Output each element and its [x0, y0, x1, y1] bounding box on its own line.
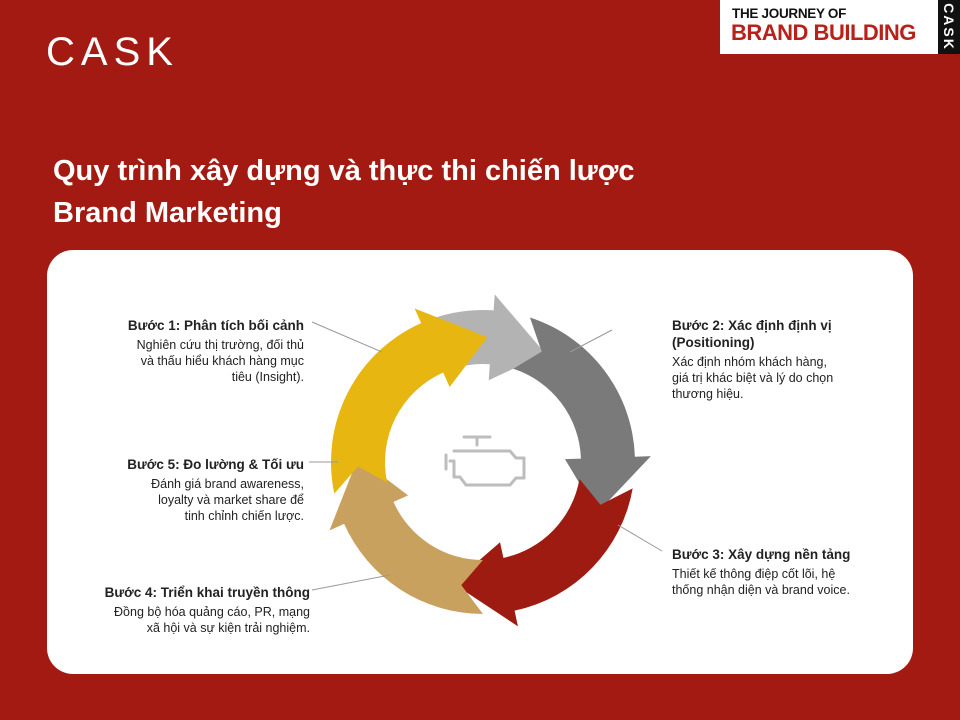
title-line2: Brand Marketing	[53, 197, 282, 229]
connector-3	[617, 524, 663, 552]
step-2-desc: Xác định nhóm khách hàng, giá trị khác b…	[672, 354, 902, 402]
cycle-arrow-step-3	[452, 479, 633, 627]
cask-logo: CASK	[46, 30, 179, 74]
step-1-line-2: và thấu hiểu khách hàng mục	[140, 354, 304, 368]
step-1: Bước 1: Phân tích bối cảnh Nghiên cứu th…	[78, 317, 304, 385]
connector-4	[311, 574, 391, 591]
step-4-desc: Đồng bộ hóa quảng cáo, PR, mạng xã hội v…	[68, 604, 310, 636]
step-4-line-1: Đồng bộ hóa quảng cáo, PR, mạng	[114, 605, 310, 619]
step-2-heading: Bước 2: Xác định định vị (Positioning)	[672, 317, 902, 351]
step-5-line-3: tinh chỉnh chiến lược.	[184, 509, 304, 523]
step-2-line-2: giá trị khác biệt và lý do chọn	[672, 371, 834, 385]
step-1-line-3: tiêu (Insight).	[231, 370, 304, 384]
step-2-line-3: thương hiệu.	[672, 387, 744, 401]
step-5-heading: Bước 5: Đo lường & Tối ưu	[127, 457, 304, 472]
step-5-desc: Đánh giá brand awareness, loyalty và mar…	[78, 476, 304, 524]
step-4-heading: Bước 4: Triển khai truyền thông	[104, 585, 310, 600]
badge-side: CASK	[938, 0, 960, 54]
step-2-line-1: Xác định nhóm khách hàng,	[672, 355, 827, 369]
step-4-line-2: xã hội và sự kiện trải nghiệm.	[146, 621, 310, 635]
page-title: Quy trình xây dựng và thực thi chiến lượ…	[53, 150, 635, 234]
badge-line1: THE JOURNEY OF	[732, 6, 847, 21]
title-line1: Quy trình xây dựng và thực thi chiến lượ…	[53, 155, 635, 187]
step-1-heading: Bước 1: Phân tích bối cảnh	[127, 318, 304, 333]
step-3-line-2: thống nhận diện và brand voice.	[672, 583, 850, 597]
cycle-arrow-step-4	[329, 457, 483, 614]
step-1-line-1: Nghiên cứu thị trường, đối thủ	[136, 338, 304, 352]
engine-icon	[444, 435, 526, 487]
journey-badge: THE JOURNEY OF BRAND BUILDING CASK	[720, 0, 960, 54]
step-5-line-1: Đánh giá brand awareness,	[151, 477, 304, 491]
step-2-heading-line-1: Bước 2: Xác định định vị	[672, 318, 832, 333]
connector-lines	[309, 321, 663, 591]
step-3-line-1: Thiết kế thông điệp cốt lõi, hệ	[672, 567, 836, 581]
step-3: Bước 3: Xây dựng nền tảng Thiết kế thông…	[672, 546, 902, 598]
badge-line2: BRAND BUILDING	[731, 20, 916, 45]
connector-1	[311, 321, 383, 353]
step-3-heading: Bước 3: Xây dựng nền tảng	[672, 547, 851, 562]
cycle-arrow-step-5	[331, 308, 488, 494]
step-5: Bước 5: Đo lường & Tối ưu Đánh giá brand…	[78, 456, 304, 524]
step-2-heading-line-2: (Positioning)	[672, 335, 755, 350]
connector-2	[569, 329, 613, 353]
step-3-desc: Thiết kế thông điệp cốt lõi, hệ thống nh…	[672, 566, 902, 598]
step-2: Bước 2: Xác định định vị (Positioning) X…	[672, 317, 902, 402]
cycle-arrow-step-2	[513, 317, 651, 513]
step-4: Bước 4: Triển khai truyền thông Đồng bộ …	[68, 584, 310, 636]
step-5-line-2: loyalty và market share để	[158, 493, 304, 507]
step-1-desc: Nghiên cứu thị trường, đối thủ và thấu h…	[78, 337, 304, 385]
